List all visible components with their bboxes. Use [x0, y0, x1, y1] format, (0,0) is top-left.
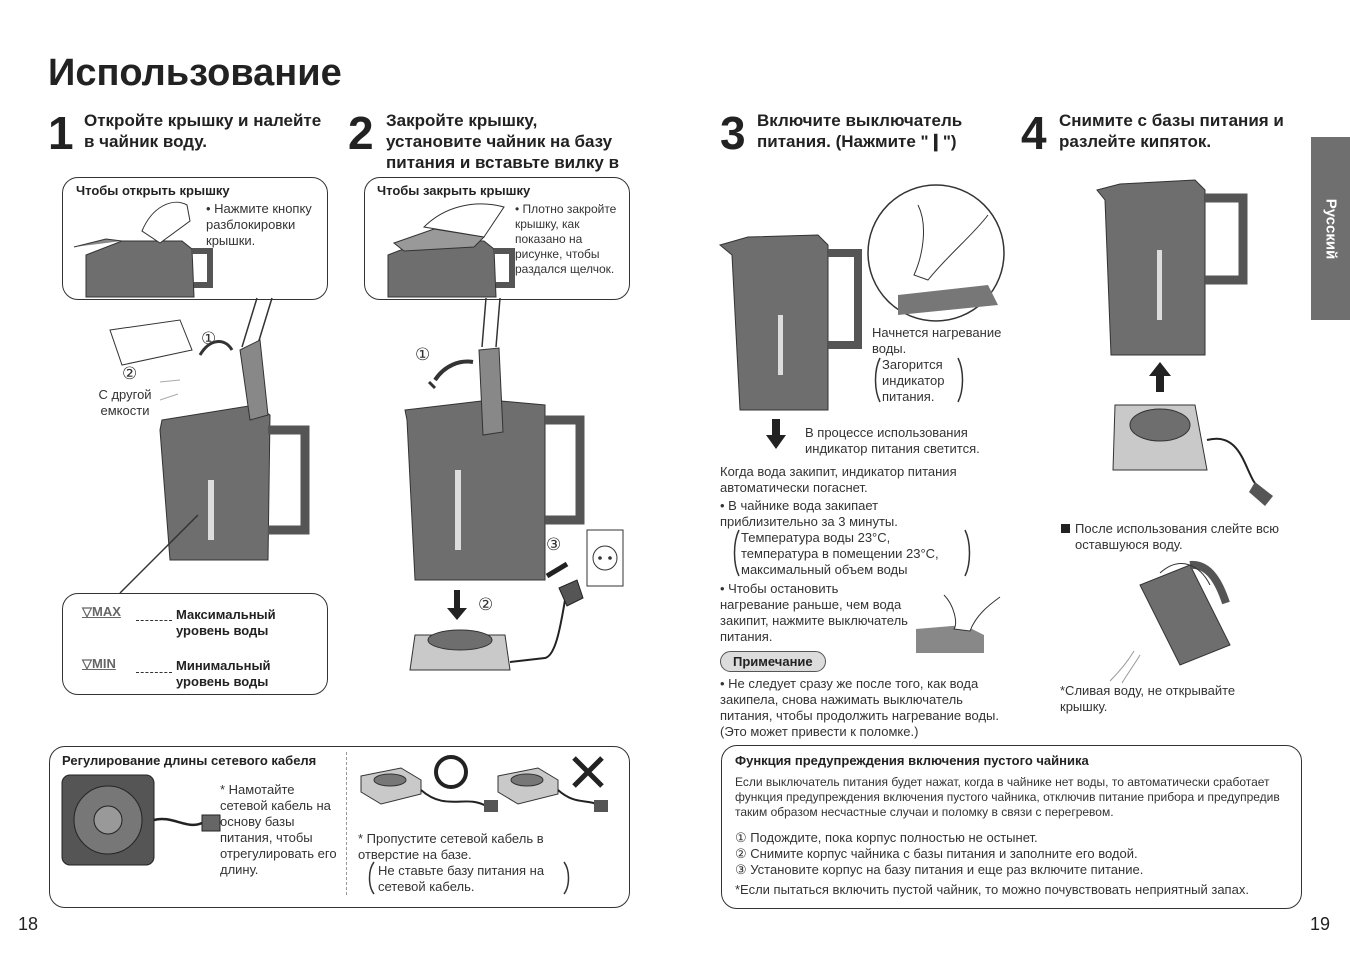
empty-footnote: *Если пытаться включить пустой чайник, т…: [735, 882, 1249, 897]
cable-divider: [346, 752, 347, 895]
step-4-number: 4: [1021, 107, 1047, 159]
step3-note-label: Примечание: [720, 651, 826, 672]
step-3-number: 3: [720, 107, 746, 159]
step2-circle-2: ②: [478, 595, 494, 614]
close-lid-kettle-icon: [387, 203, 515, 348]
min-text: Минимальный уровень воды: [176, 658, 271, 689]
empty-step-1: ① Подождите, пока корпус полностью не ос…: [735, 830, 1038, 845]
cable-heading: Регулирование длины сетевого кабеля: [62, 753, 317, 768]
step3-press-hand-icon: [916, 594, 1001, 653]
step4-after-text: После использования слейте всю оставшуюс…: [1075, 521, 1279, 552]
empty-heading: Функция предупреждения включения пустого…: [735, 753, 1089, 768]
max-mark: ▽MAX: [82, 604, 121, 619]
water-level-box: [62, 593, 328, 695]
language-tab: Русский: [1311, 137, 1350, 320]
cable-good-bad-icons: [360, 755, 608, 812]
step4-square-bullet: [1061, 524, 1070, 533]
step3-bullet-1-paren: Температура воды 23°C, температура в пом…: [741, 530, 939, 577]
max-dash: [136, 620, 172, 621]
empty-paragraph: Если выключатель питания будет нажат, ко…: [735, 775, 1280, 819]
step3-bullet-2: • Чтобы остановить нагревание раньше, че…: [720, 581, 908, 644]
cable-dont-brackets: [368, 861, 570, 895]
step1-circle-2: ②: [122, 364, 138, 383]
step3-boil-text: Когда вода закипит, индикатор питания ав…: [720, 464, 957, 495]
step-1-text: Откройте крышку и налейте в чайник воду.: [84, 111, 322, 151]
max-text: Максимальный уровень воды: [176, 607, 276, 638]
step3-during-text: В процессе использования индикатор питан…: [805, 425, 980, 456]
step4-pour-text: *Сливая воду, не открывайте крышку.: [1060, 683, 1236, 714]
page-number-left: 18: [18, 914, 39, 934]
open-lid-text: • Нажмите кнопку разблокировки крышки.: [206, 201, 312, 248]
step3-bullet-1: • В чайнике вода закипает приблизительно…: [720, 498, 898, 529]
step4-kettle-icon: [1096, 179, 1273, 506]
page-number-right: 19: [1310, 914, 1331, 934]
open-lid-kettle-icon: [73, 201, 273, 348]
min-dash: [136, 672, 172, 673]
step3-light-text: Загорится индикатор питания.: [882, 357, 945, 404]
empty-step-3: ③ Установите корпус на базу питания и ещ…: [735, 862, 1144, 877]
step3-note-text: • Не следует сразу же после того, как во…: [720, 676, 1000, 739]
step2-kettle-icon: [404, 347, 624, 671]
close-lid-heading: Чтобы закрыть крышку: [377, 183, 531, 198]
open-lid-heading: Чтобы открыть крышку: [76, 183, 230, 198]
cable-dont-text: Не ставьте базу питания на сетевой кабел…: [378, 863, 545, 894]
page-title: Использование: [48, 52, 342, 94]
min-mark: ▽MIN: [82, 656, 116, 671]
step1-other-container: С другой емкости: [98, 387, 152, 418]
step-4-text: Снимите с базы питания и разлейте кипято…: [1059, 111, 1284, 151]
empty-kettle-box: [721, 745, 1302, 909]
step2-circle-1: ①: [415, 345, 431, 364]
cable-pass-text: * Пропустите сетевой кабель в отверстие …: [358, 831, 544, 862]
close-lid-text: • Плотно закройте крышку, как показано н…: [515, 202, 617, 276]
step-2-number: 2: [348, 107, 374, 159]
cable-base-underside-icon: [61, 774, 221, 866]
step3-light-brackets: [874, 357, 964, 403]
level-pointer-icon: [119, 514, 199, 594]
step3-kettle-icon: [718, 184, 1005, 449]
language-tab-label: Русский: [1322, 198, 1339, 259]
step4-pouring-icon: [1109, 560, 1231, 684]
empty-step-2: ② Снимите корпус чайника с базы питания …: [735, 846, 1138, 861]
cable-wind-text: * Намотайте сетевой кабель на основу баз…: [220, 782, 337, 877]
step3-paren-brackets: [733, 529, 971, 577]
step-3-text: Включите выключатель питания. (Нажмите "…: [757, 111, 963, 151]
step1-kettle-icon: [109, 319, 310, 561]
open-lid-callout: [62, 177, 328, 300]
step-1-number: 1: [48, 107, 74, 159]
step2-circle-3: ③: [546, 535, 562, 554]
step3-start-text: Начнется нагревание воды.: [872, 325, 1002, 356]
step1-circle-1: ①: [201, 329, 217, 348]
